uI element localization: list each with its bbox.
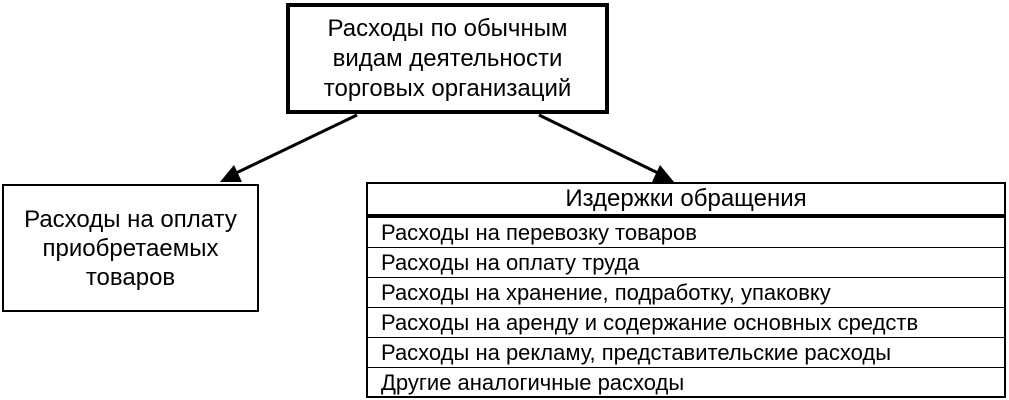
left-node-title: Расходы на оплату приобретаемых товаров — [24, 205, 237, 291]
list-item: Расходы на оплату труда — [368, 248, 1004, 278]
list-item: Расходы на аренду и содержание основных … — [368, 308, 1004, 338]
list-item: Другие аналогичные расходы — [381, 370, 685, 395]
arrowhead-left-node — [220, 165, 242, 182]
arrow-to-left-node — [233, 113, 358, 176]
root-node: Расходы по обычным видам деятельности то… — [286, 3, 609, 114]
left-node: Расходы на оплату приобретаемых товаров — [2, 184, 259, 312]
root-node-title: Расходы по обычным видам деятельности то… — [323, 14, 572, 102]
right-node-title: Издержки обращения — [368, 184, 1004, 218]
list-item: Расходы на хранение, подработку, упаковк… — [368, 278, 1004, 308]
right-node: Издержки обращения Расходы на перевозку … — [366, 182, 1006, 398]
list-item: Расходы на перевозку товаров — [368, 218, 1004, 248]
arrow-to-right-node — [538, 113, 661, 176]
right-node-items: Расходы на перевозку товаров Расходы на … — [368, 218, 1004, 398]
arrowhead-right-node — [652, 165, 674, 182]
list-item: Расходы на рекламу, представительские ра… — [368, 338, 1004, 368]
